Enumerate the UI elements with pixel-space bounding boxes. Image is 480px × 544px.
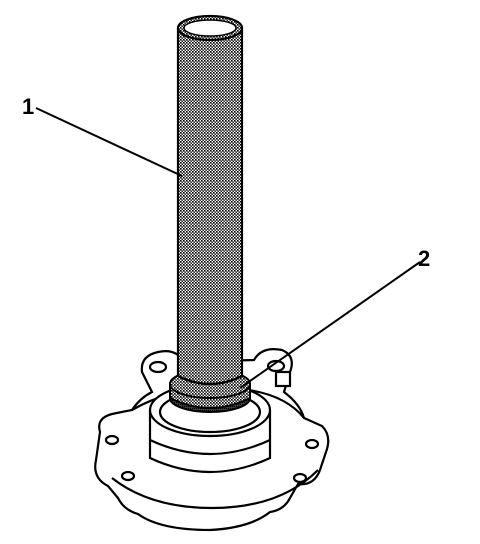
callout-1: 1 <box>22 94 34 119</box>
bolt-hole <box>304 438 320 450</box>
bolt-hole <box>292 472 308 484</box>
leader-lines <box>35 107 421 389</box>
bolt-hole <box>120 470 136 482</box>
leader-line-2 <box>239 261 421 389</box>
leader-line-1 <box>35 107 183 177</box>
bolt-hole <box>104 434 120 446</box>
callout-2: 2 <box>418 246 430 271</box>
bolt-hole <box>148 360 168 374</box>
installer-tool <box>176 14 244 386</box>
